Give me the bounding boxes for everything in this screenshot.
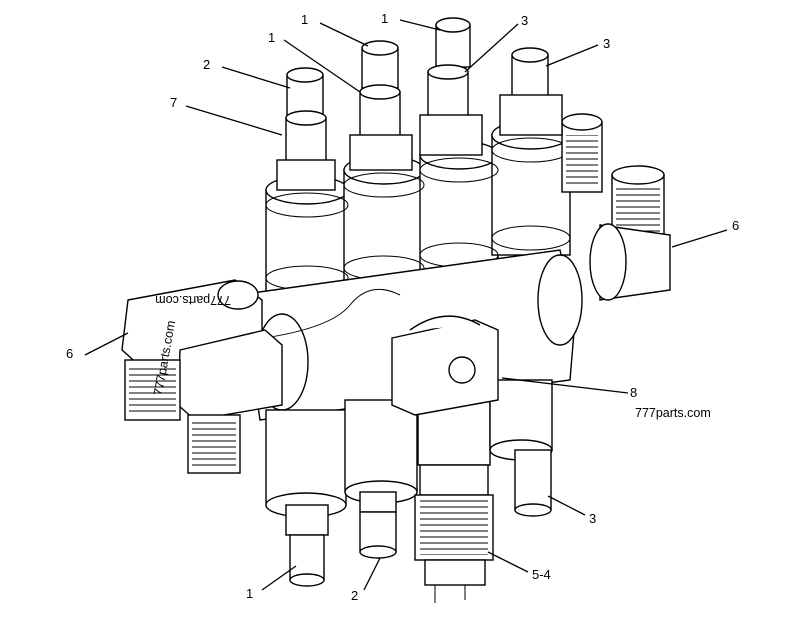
callout-2a: 2 <box>203 57 210 72</box>
callout-labels: 1 1 1 1 2 2 3 3 3 7 6 6 8 5-4 <box>66 11 739 603</box>
callout-1b: 1 <box>268 30 275 45</box>
bottom-fittings <box>285 449 552 603</box>
callout-1c: 1 <box>381 11 388 26</box>
callout-8: 8 <box>630 385 637 400</box>
callout-1d: 1 <box>246 586 253 601</box>
watermark-right: 777parts.com <box>635 406 711 420</box>
leader-lines <box>84 19 728 591</box>
mounting-bracket <box>391 315 499 416</box>
fitting-right <box>561 113 671 301</box>
top-fittings <box>276 17 563 191</box>
callout-3b: 3 <box>603 36 610 51</box>
callout-6a: 6 <box>732 218 739 233</box>
callout-6b: 6 <box>66 346 73 361</box>
callout-2b: 2 <box>351 588 358 603</box>
callout-3c: 3 <box>589 511 596 526</box>
watermark-upside-down: 777parts.com <box>155 293 231 307</box>
callout-3a: 3 <box>521 13 528 28</box>
fitting-left <box>121 279 283 474</box>
callout-7: 7 <box>170 95 177 110</box>
callout-1a: 1 <box>301 12 308 27</box>
callout-5-4: 5-4 <box>532 567 551 582</box>
